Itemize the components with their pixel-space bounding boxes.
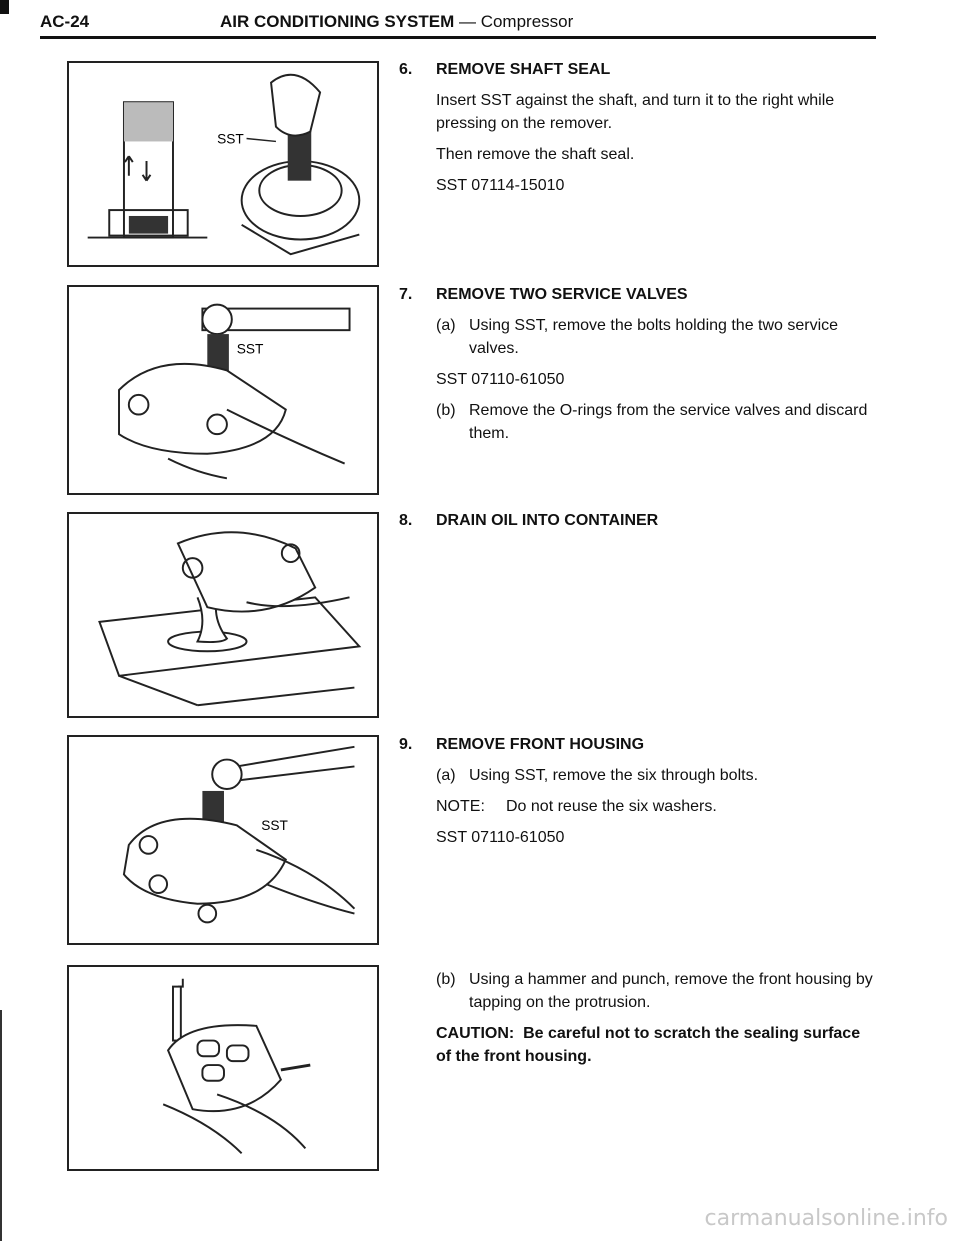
step-9-note-label: NOTE: — [436, 798, 485, 815]
header-title-main: AIR CONDITIONING SYSTEM — [220, 12, 455, 31]
step-7b-text: Remove the O-rings from the service valv… — [469, 402, 868, 442]
header-title-separator: — — [454, 12, 481, 31]
sst-callout-2: SST — [237, 342, 264, 357]
tap-front-housing-illustration — [162, 978, 311, 1155]
step-8: 8. DRAIN OIL INTO CONTAINER — [399, 509, 879, 540]
step-9-sst: SST 07110-61050 — [436, 829, 565, 846]
step-7a-text: Using SST, remove the bolts holding the … — [469, 317, 839, 357]
step-9-caution: CAUTION: Be careful not to scratch the s… — [436, 1022, 879, 1068]
step-6-number: 6. — [399, 61, 413, 78]
step-8-heading: DRAIN OIL INTO CONTAINER — [436, 512, 659, 529]
step-9a: (a) Using SST, remove the six through bol… — [436, 764, 879, 787]
step-9a-text: Using SST, remove the six through bolts. — [469, 767, 759, 784]
step-7-number: 7. — [399, 286, 413, 303]
step-8-number: 8. — [399, 512, 413, 529]
step-9-caution-text: Be careful not to scratch the sealing su… — [436, 1025, 861, 1065]
step-7-heading: REMOVE TWO SERVICE VALVES — [436, 286, 688, 303]
sst-callout-1: SST — [217, 131, 244, 146]
page-id: AC-24 — [40, 12, 90, 31]
step-7a-label: (a) — [436, 317, 456, 334]
step-9-heading: REMOVE FRONT HOUSING — [436, 736, 645, 753]
sst-callout-4: SST — [261, 818, 288, 833]
step-9: 9. REMOVE FRONT HOUSING (a) Using SST, rem… — [399, 733, 879, 857]
step-7-title: 7. REMOVE TWO SERVICE VALVES — [399, 283, 879, 306]
step-8-title: 8. DRAIN OIL INTO CONTAINER — [399, 509, 879, 532]
step-9-number: 9. — [399, 736, 413, 753]
step-9-note-text: Do not reuse the six washers. — [506, 798, 717, 815]
page-edge-rule — [0, 1010, 2, 1241]
page-header: AC-24 AIR CONDITIONING SYSTEM — Compress… — [40, 8, 876, 39]
through-bolts-illustration: SST — [122, 745, 356, 924]
step-9-note: NOTE: Do not reuse the six washers. — [436, 795, 879, 818]
figure-remove-service-valves: SST — [67, 285, 379, 495]
step-9-caution-label: CAUTION: — [436, 1025, 515, 1042]
step-6-heading: REMOVE SHAFT SEAL — [436, 61, 611, 78]
shaft-seal-illustration: SST — [87, 73, 361, 256]
step-9b: (b) Using a hammer and punch, remove the … — [399, 968, 879, 1076]
header-title: AIR CONDITIONING SYSTEM — Compressor — [220, 12, 573, 32]
page-corner-mark — [0, 0, 9, 14]
step-7b: (b) Remove the O-rings from the service v… — [436, 399, 879, 445]
step-9b-item: (b) Using a hammer and punch, remove the … — [436, 968, 879, 1014]
step-7a: (a) Using SST, remove the bolts holding t… — [436, 314, 879, 360]
header-title-sub: Compressor — [480, 12, 574, 31]
step-9a-label: (a) — [436, 767, 456, 784]
step-9-title: 9. REMOVE FRONT HOUSING — [399, 733, 879, 756]
step-6-remove-text: Then remove the shaft seal. — [436, 146, 635, 163]
step-7: 7. REMOVE TWO SERVICE VALVES (a) Using SST… — [399, 283, 879, 453]
figure-drain-oil — [67, 512, 379, 718]
drain-oil-illustration — [98, 531, 362, 707]
step-6: 6. REMOVE SHAFT SEAL Insert SST against t… — [399, 58, 879, 205]
figure-tap-front-housing — [67, 965, 379, 1171]
step-7-sst: SST 07110-61050 — [436, 371, 565, 388]
service-valves-illustration: SST — [118, 303, 351, 480]
figure-remove-through-bolts: SST — [67, 735, 379, 945]
step-6-sst: SST 07114-15010 — [436, 177, 565, 194]
figure-remove-shaft-seal: SST — [67, 61, 379, 267]
watermark: carmanualsonline.info — [704, 1206, 948, 1231]
step-9b-text: Using a hammer and punch, remove the fro… — [469, 971, 873, 1011]
step-9b-label: (b) — [436, 971, 456, 988]
step-6-instruction: Insert SST against the shaft, and turn i… — [436, 92, 835, 132]
step-6-title: 6. REMOVE SHAFT SEAL — [399, 58, 879, 81]
step-7b-label: (b) — [436, 402, 456, 419]
